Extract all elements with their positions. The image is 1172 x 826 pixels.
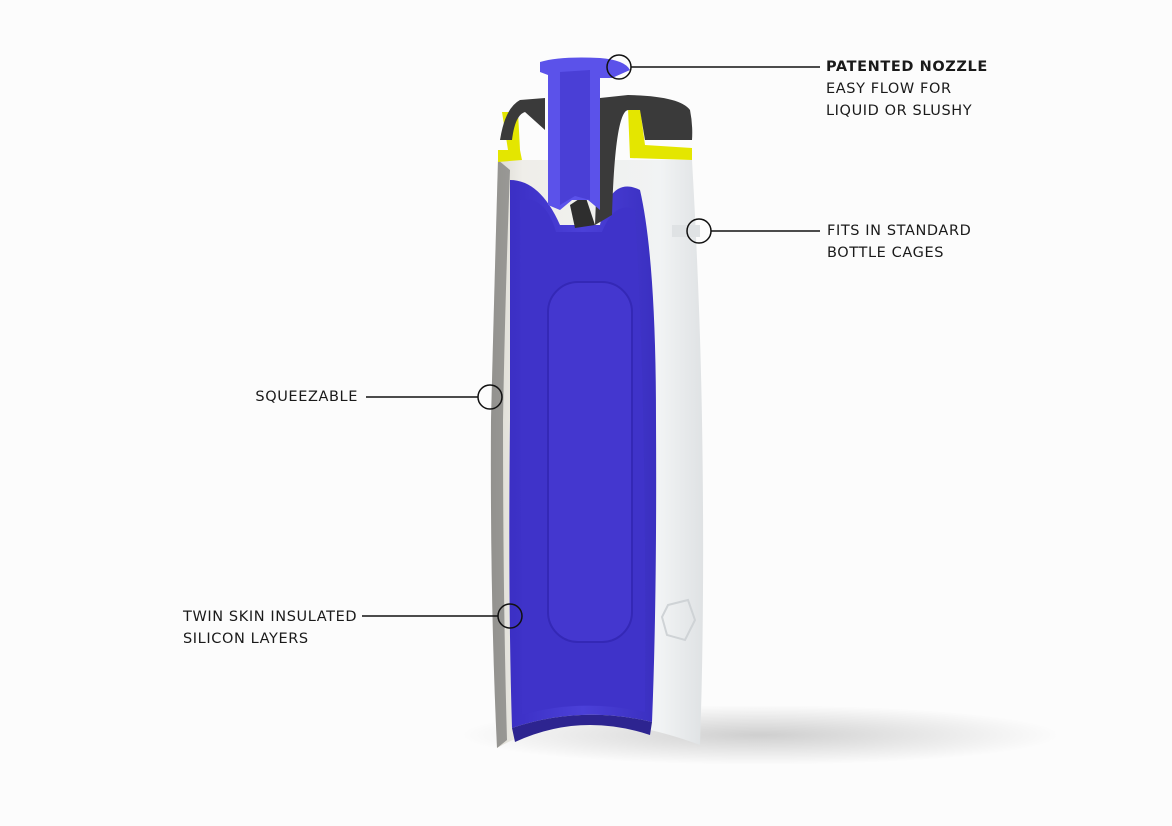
callout-nozzle-line1: EASY FLOW FOR <box>826 81 952 97</box>
bladder-rib <box>547 281 633 643</box>
callout-cages-line1: FITS IN STANDARD <box>827 223 972 239</box>
callout-squeeze: SQUEEZABLE <box>255 386 358 408</box>
callout-nozzle-line2: LIQUID OR SLUSHY <box>826 103 973 119</box>
callout-nozzle-title: PATENTED NOZZLE <box>826 59 988 75</box>
callout-skin-line2: SILICON LAYERS <box>183 631 309 647</box>
callout-cages: FITS IN STANDARD BOTTLE CAGES <box>827 220 971 264</box>
callout-skin-line1: TWIN SKIN INSULATED <box>183 609 358 625</box>
hex-logo-icon <box>660 598 697 642</box>
callout-skin: TWIN SKIN INSULATED SILICON LAYERS <box>183 606 357 650</box>
callout-cages-line2: BOTTLE CAGES <box>827 245 945 261</box>
yellow-seal-right <box>628 108 692 160</box>
callout-squeeze-line1: SQUEEZABLE <box>255 389 358 405</box>
cap <box>500 98 545 140</box>
callout-nozzle: PATENTED NOZZLE EASY FLOW FOR LIQUID OR … <box>826 56 988 122</box>
